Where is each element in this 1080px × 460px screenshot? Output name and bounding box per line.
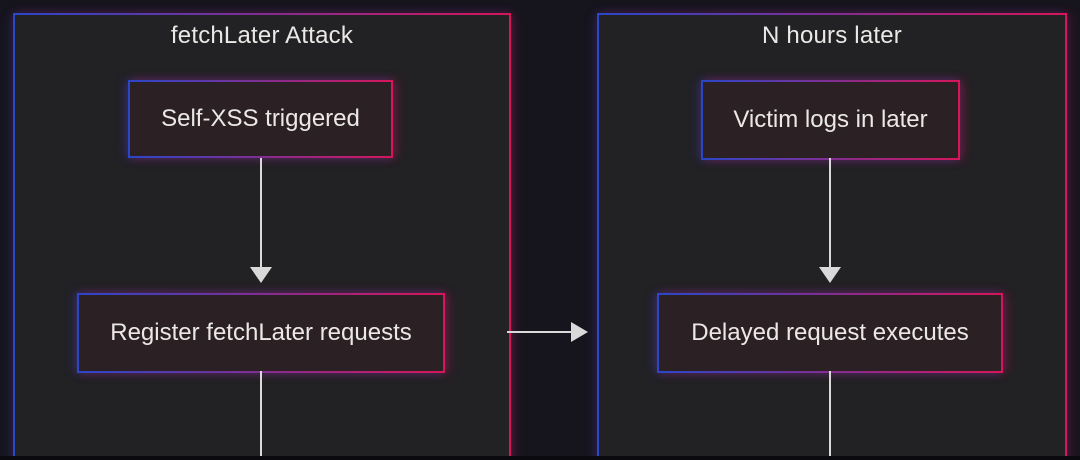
arrow-line-delayed-continues-down — [829, 371, 831, 460]
arrow-line-left-panel-to-right-panel — [507, 331, 572, 333]
node-label: Victim logs in later — [733, 106, 928, 133]
arrow-head-right-icon — [571, 322, 588, 342]
arrow-line-register-continues-down — [260, 371, 262, 460]
arrow-head-down-icon — [250, 267, 272, 283]
node-self-xss-triggered: Self-XSS triggered — [128, 80, 393, 158]
arrow-line-victim-to-delayed — [829, 158, 831, 267]
node-label: Delayed request executes — [691, 319, 969, 346]
node-label: Register fetchLater requests — [110, 319, 412, 346]
node-delayed-request-executes: Delayed request executes — [657, 293, 1003, 373]
node-register-fetchlater-requests: Register fetchLater requests — [77, 293, 445, 373]
node-victim-logs-in-later: Victim logs in later — [701, 80, 960, 160]
arrow-line-selfxss-to-register — [260, 158, 262, 267]
panel-title-n-hours-later: N hours later — [762, 22, 902, 49]
panel-title-fetchlater-attack: fetchLater Attack — [170, 22, 354, 49]
node-label: Self-XSS triggered — [161, 105, 360, 132]
bottom-letterbox-bar — [0, 456, 1080, 460]
arrow-head-down-icon — [819, 267, 841, 283]
